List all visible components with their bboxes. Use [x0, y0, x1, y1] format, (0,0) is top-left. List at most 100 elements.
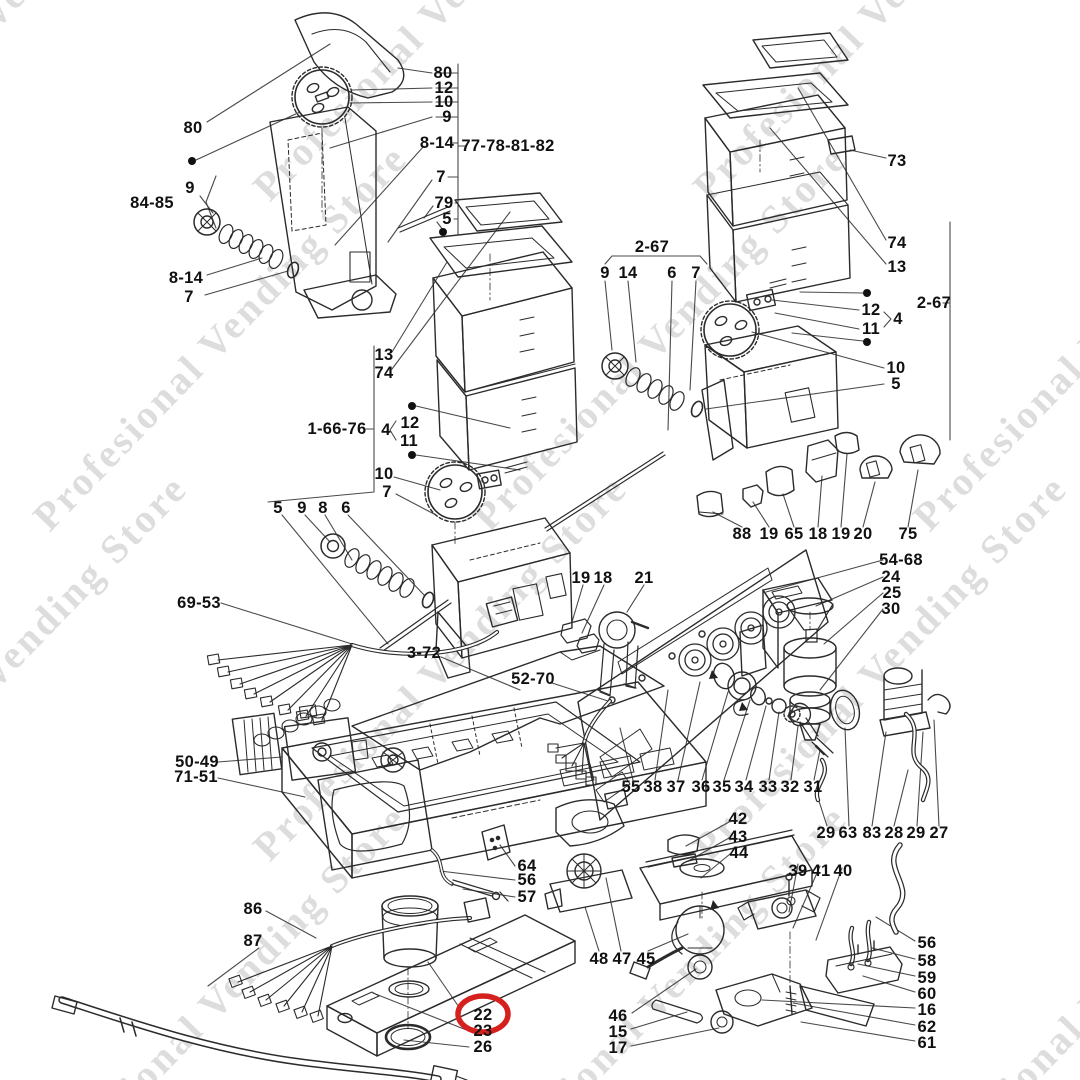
part-label-17: 17	[608, 1038, 628, 1057]
assembly-canister-middle	[320, 461, 573, 679]
part-label-16: 16	[917, 1000, 937, 1019]
assembly-canister-stack-center	[429, 192, 578, 471]
part-label-10: 10	[886, 358, 906, 377]
part-label-9: 9	[442, 107, 452, 126]
part-label-7: 7	[691, 263, 701, 282]
part-label-44: 44	[729, 843, 749, 862]
part-label-7: 7	[382, 482, 392, 501]
part-label-80: 80	[433, 63, 453, 82]
part-label-4: 4	[893, 309, 903, 328]
part-label-10: 10	[374, 464, 394, 483]
part-label-12: 12	[434, 78, 454, 97]
part-label-28: 28	[884, 823, 904, 842]
part-label-59: 59	[917, 968, 937, 987]
part-label-46: 46	[608, 1006, 628, 1025]
part-label-83: 83	[862, 823, 882, 842]
part-label-18: 18	[808, 524, 828, 543]
part-label-87: 87	[243, 931, 263, 950]
part-label-20: 20	[853, 524, 873, 543]
part-label-86: 86	[243, 899, 263, 918]
part-label-57: 57	[517, 887, 537, 906]
part-label-50-49: 50-49	[175, 752, 219, 771]
part-label-13: 13	[887, 257, 907, 276]
part-label-38: 38	[643, 777, 663, 796]
alignment-lines	[321, 127, 811, 1029]
part-label-25: 25	[882, 583, 902, 602]
part-label-5: 5	[442, 209, 452, 228]
assembly-hopper-top-left	[193, 12, 451, 319]
part-label-4: 4	[381, 420, 391, 439]
gasket-sheet	[351, 645, 665, 771]
parts-caps-row	[696, 431, 941, 518]
assembly-motor-21	[560, 611, 650, 697]
part-label-8-14: 8-14	[168, 268, 204, 287]
part-label-2-67: 2-67	[634, 237, 670, 256]
part-label-18: 18	[593, 568, 613, 587]
part-label-7: 7	[436, 167, 446, 186]
part-label-79: 79	[434, 193, 454, 212]
part-label-39: 39	[788, 861, 808, 880]
assembly-transformer	[231, 704, 369, 781]
highlight-circle-22	[455, 993, 511, 1035]
part-label-74: 74	[374, 363, 394, 382]
part-label-58: 58	[917, 951, 937, 970]
part-label-37: 37	[666, 777, 686, 796]
part-label-40: 40	[833, 861, 853, 880]
part-label-8-14: 8-14	[419, 133, 455, 152]
part-label-71-51: 71-51	[174, 767, 218, 786]
part-label-30: 30	[881, 599, 901, 618]
assembly-cup-tray	[326, 895, 576, 1057]
part-label-12: 12	[400, 413, 420, 432]
part-label-73: 73	[887, 151, 907, 170]
part-label-1-66-76: 1-66-76	[307, 419, 367, 438]
part-label-56: 56	[517, 870, 537, 889]
part-label-41: 41	[811, 861, 831, 880]
part-label-45: 45	[636, 949, 656, 968]
part-label-5: 5	[273, 498, 283, 517]
assembly-mixer-station	[629, 829, 906, 1034]
part-label-3-72: 3-72	[406, 643, 442, 662]
assembly-whipper	[544, 799, 633, 913]
part-label-9: 9	[297, 498, 307, 517]
part-label-2-67: 2-67	[916, 293, 952, 312]
part-label-88: 88	[732, 524, 752, 543]
part-label-14: 14	[618, 263, 638, 282]
part-label-60: 60	[917, 984, 937, 1003]
part-label-23: 23	[473, 1021, 493, 1040]
part-label-19: 19	[831, 524, 851, 543]
part-label-34: 34	[734, 777, 754, 796]
part-label-29: 29	[816, 823, 836, 842]
part-label-84-85: 84-85	[130, 193, 174, 212]
part-label-8: 8	[318, 498, 328, 517]
part-label-42: 42	[728, 809, 748, 828]
part-label-33: 33	[758, 777, 778, 796]
part-label-11: 11	[399, 431, 419, 450]
harness-69-53	[206, 596, 519, 726]
part-label-6: 6	[667, 263, 677, 282]
part-label-62: 62	[917, 1017, 937, 1036]
part-label-74: 74	[887, 233, 907, 252]
part-label-35: 35	[712, 777, 732, 796]
part-label-22: 22	[473, 1005, 493, 1024]
part-label-11: 11	[861, 319, 881, 338]
part-label-52-70: 52-70	[511, 669, 555, 688]
part-label-75: 75	[898, 524, 918, 543]
part-label-7: 7	[184, 287, 194, 306]
leader-dots	[188, 157, 871, 459]
part-label-48: 48	[589, 949, 609, 968]
part-label-9: 9	[600, 263, 610, 282]
part-label-61: 61	[917, 1033, 937, 1052]
part-label-43: 43	[728, 827, 748, 846]
part-label-80: 80	[183, 118, 203, 137]
part-label-21: 21	[634, 568, 654, 587]
part-label-64: 64	[517, 856, 537, 875]
part-label-55: 55	[621, 777, 641, 796]
part-label-9: 9	[185, 178, 195, 197]
part-label-5: 5	[891, 374, 901, 393]
part-label-47: 47	[612, 949, 632, 968]
assembly-main-chassis	[253, 681, 707, 902]
part-label-27: 27	[929, 823, 949, 842]
part-label-77-78-81-82: 77-78-81-82	[461, 136, 555, 155]
assembly-pump	[879, 667, 951, 803]
